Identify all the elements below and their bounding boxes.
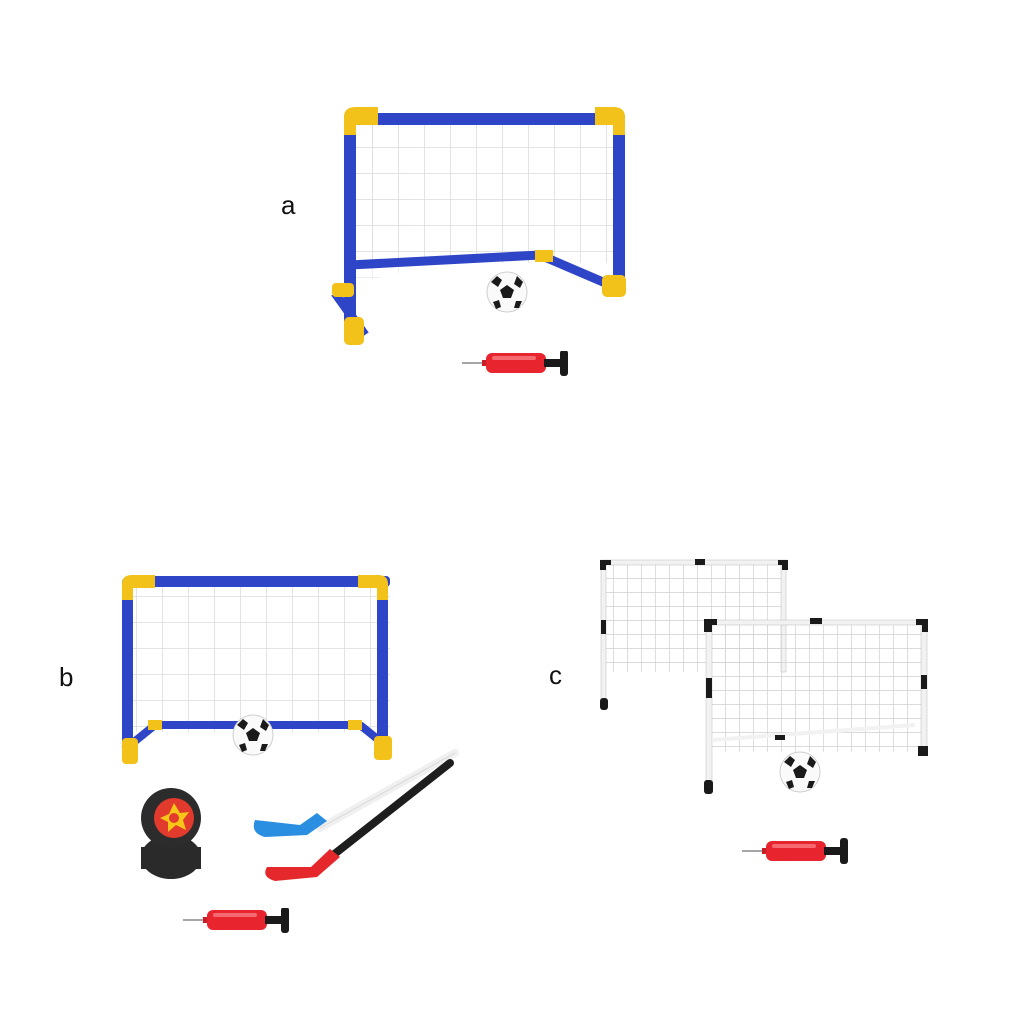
panel-label-b: b [59,662,74,692]
pump-c-illustration [742,838,849,865]
hockey-pucks-illustration [141,788,201,879]
panel-label-c: c [549,660,562,690]
pump-b-illustration [183,908,290,934]
panel-label-a: a [281,190,296,220]
pump-a-illustration [462,351,569,377]
goal-set-a-illustration [331,107,626,345]
goal-set-b-illustration [121,575,392,764]
goal-set-c-illustration [600,559,928,794]
hockey-sticks-illustration [253,749,459,881]
